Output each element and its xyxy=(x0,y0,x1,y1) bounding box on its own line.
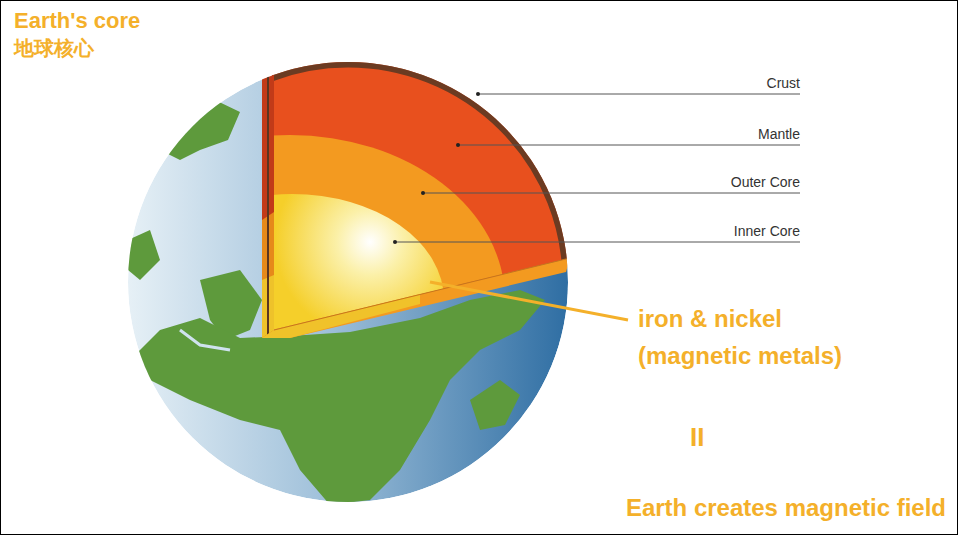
callout-label-slot: iron & nickel (magnetic metals) xyxy=(638,300,888,374)
layer-label-slot: Mantle xyxy=(758,126,800,143)
equals-sign: II xyxy=(690,422,704,453)
layer-label: Crust xyxy=(767,75,800,92)
heading-slot: Earth's core xyxy=(14,8,140,34)
conclusion-label: Earth creates magnetic field xyxy=(626,494,946,523)
conclusion-label-slot: Earth creates magnetic field xyxy=(626,494,946,523)
layer-label-slot: Crust xyxy=(767,75,800,92)
chinese-heading-slot: 地球核心 xyxy=(14,36,94,60)
chinese-heading: 地球核心 xyxy=(14,36,94,60)
layer-label: Mantle xyxy=(758,126,800,143)
equals-sign-slot: II xyxy=(690,422,704,453)
layer-label-slot: Outer Core xyxy=(731,174,800,191)
heading: Earth's core xyxy=(14,8,140,34)
layer-label: Outer Core xyxy=(731,174,800,191)
callout-label: iron & nickel (magnetic metals) xyxy=(638,300,888,374)
layer-label-slot: Inner Core xyxy=(734,223,800,240)
layer-label: Inner Core xyxy=(734,223,800,240)
